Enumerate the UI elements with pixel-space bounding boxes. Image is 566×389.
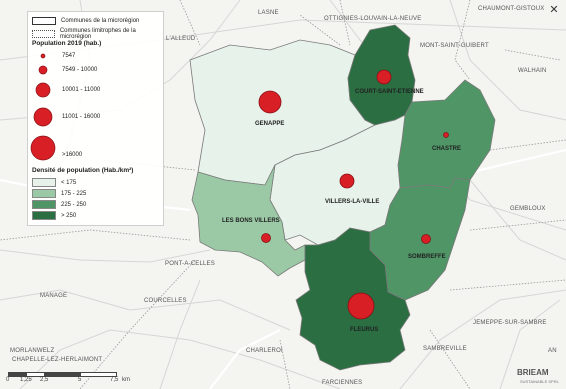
legend-row-neighbor: Communes limitrophes de la microrégion	[32, 28, 163, 40]
population-circle-sombreffe[interactable]	[421, 234, 431, 244]
label-villers-la-ville: VILLERS-LA-VILLE	[325, 199, 379, 205]
place-chaumont-gistoux: CHAUMONT-GISTOUX	[478, 6, 544, 12]
boundary-solid-icon	[32, 17, 56, 25]
place-an: AN	[548, 348, 557, 354]
place-gembloux: GEMBLOUX	[510, 206, 546, 212]
population-circle-court-saint-etienne[interactable]	[376, 69, 392, 85]
scale-label-1: 1,25	[20, 377, 32, 383]
legend-density-class-3: 225 - 250	[32, 200, 86, 209]
brand-logo-sub: SUSTAINABLE SPRL	[520, 379, 559, 384]
label-court-saint-etienne: COURT-SAINT-ETIENNE	[355, 89, 424, 95]
scale-seg-4	[80, 372, 117, 377]
legend-pop-label-4: 11001 - 16000	[62, 114, 101, 120]
population-circle-les-bons-villers[interactable]	[261, 233, 271, 243]
place-labels: LASNE OTTIGNIES-LOUVAIN-LA-NEUVE CHAUMON…	[10, 6, 557, 386]
legend-label-neighbor: Communes limitrophes de la microrégion	[59, 28, 136, 40]
place-pont-a-celles: PONT-A-CELLES	[165, 261, 215, 267]
place-sambreville: SAMBREVILLE	[423, 346, 467, 352]
place-ottignies: OTTIGNIES-LOUVAIN-LA-NEUVE	[324, 16, 421, 22]
legend-pop-class-5: >16000	[62, 152, 82, 158]
density-swatch-3	[32, 200, 56, 209]
scale-unit: km	[122, 377, 130, 383]
brand-logo: BRIEAM	[517, 368, 549, 377]
legend-density-class-4: > 250	[32, 211, 76, 220]
legend-population-title: Population 2019 (hab.)	[32, 40, 102, 47]
scale-seg-3	[44, 372, 81, 377]
legend-circle-4	[33, 107, 53, 127]
legend-pop-class-4: 11001 - 16000	[62, 114, 100, 120]
label-genappe: GENAPPE	[255, 121, 284, 127]
population-circle-genappe[interactable]	[258, 90, 282, 114]
legend-density-label-2: 175 - 225	[61, 190, 87, 197]
legend-pop-class-2: 7549 - 10000	[62, 67, 97, 73]
label-sombreffe: SOMBREFFE	[408, 254, 446, 260]
legend-density-label-3: 225 - 250	[61, 201, 87, 208]
legend-circles	[30, 53, 56, 161]
legend-circle-2	[38, 65, 48, 75]
legend-pop-label-3: 10001 - 11000	[62, 87, 101, 93]
legend-pop-label-2: 7549 - 10000	[62, 67, 98, 73]
place-jemeppe-sur-sambre: JEMEPPE-SUR-SAMBRE	[473, 320, 547, 326]
place-walhain: WALHAIN	[518, 68, 547, 74]
legend-density-title: Densité de population (Hab./km²)	[32, 167, 134, 174]
label-chastre: CHASTRE	[432, 146, 461, 152]
legend-density-class-1: < 175	[32, 178, 76, 187]
scale-label-3: 5	[78, 377, 82, 383]
place-charleroi: CHARLEROI	[246, 348, 283, 354]
place-mont-saint-guibert: MONT-SAINT-GUIBERT	[420, 43, 489, 49]
legend-density-class-2: 175 - 225	[32, 189, 86, 198]
population-circles	[258, 69, 449, 320]
legend-label-micro: Communes de la microrégion	[61, 18, 140, 24]
map-legend: Communes de la microrégion Communes limi…	[27, 11, 164, 226]
population-circle-villers-la-ville[interactable]	[339, 173, 355, 189]
density-swatch-1	[32, 178, 56, 187]
boundary-dotted-icon	[32, 30, 55, 38]
place-lasne: LASNE	[258, 10, 279, 16]
place-manage: MANAGE	[40, 293, 67, 299]
density-swatch-4	[32, 211, 56, 220]
scale-label-0: 0	[6, 377, 10, 383]
place-l-alleud: L'ALLEUD	[166, 36, 196, 42]
legend-density-label-1: < 175	[61, 179, 77, 186]
population-circle-fleurus[interactable]	[347, 292, 375, 320]
place-farciennes: FARCIENNES	[322, 380, 362, 386]
legend-pop-class-1: 7547	[62, 53, 75, 59]
density-swatch-2	[32, 189, 56, 198]
legend-density-label-4: > 250	[61, 212, 77, 219]
scale-label-4: 7,5	[110, 377, 119, 383]
label-fleurus: FLEURUS	[350, 327, 378, 333]
legend-circle-3	[35, 82, 51, 98]
communes-layer	[189, 24, 496, 371]
commune-labels: GENAPPE COURT-SAINT-ETIENNE CHASTRE VILL…	[222, 89, 461, 333]
legend-circle-5	[30, 135, 56, 161]
scale-label-2: 2,5	[40, 377, 49, 383]
population-circle-chastre[interactable]	[443, 132, 449, 138]
legend-circle-1	[40, 53, 46, 59]
label-les-bons-villers: LES BONS VILLERS	[222, 218, 280, 224]
place-chapelle-lez-herlaimont: CHAPELLE-LEZ-HERLAIMONT	[12, 357, 102, 363]
place-courcelles: COURCELLES	[144, 298, 187, 304]
place-morlanwelz: MORLANWELZ	[10, 348, 54, 354]
legend-pop-label-5: >16000	[62, 152, 83, 158]
legend-row-micro: Communes de la microrégion	[32, 17, 139, 25]
commune-sombreffe[interactable]	[369, 177, 471, 301]
legend-pop-label-1: 7547	[62, 53, 76, 59]
close-icon[interactable]: ✕	[549, 4, 559, 16]
legend-pop-class-3: 10001 - 11000	[62, 87, 100, 93]
